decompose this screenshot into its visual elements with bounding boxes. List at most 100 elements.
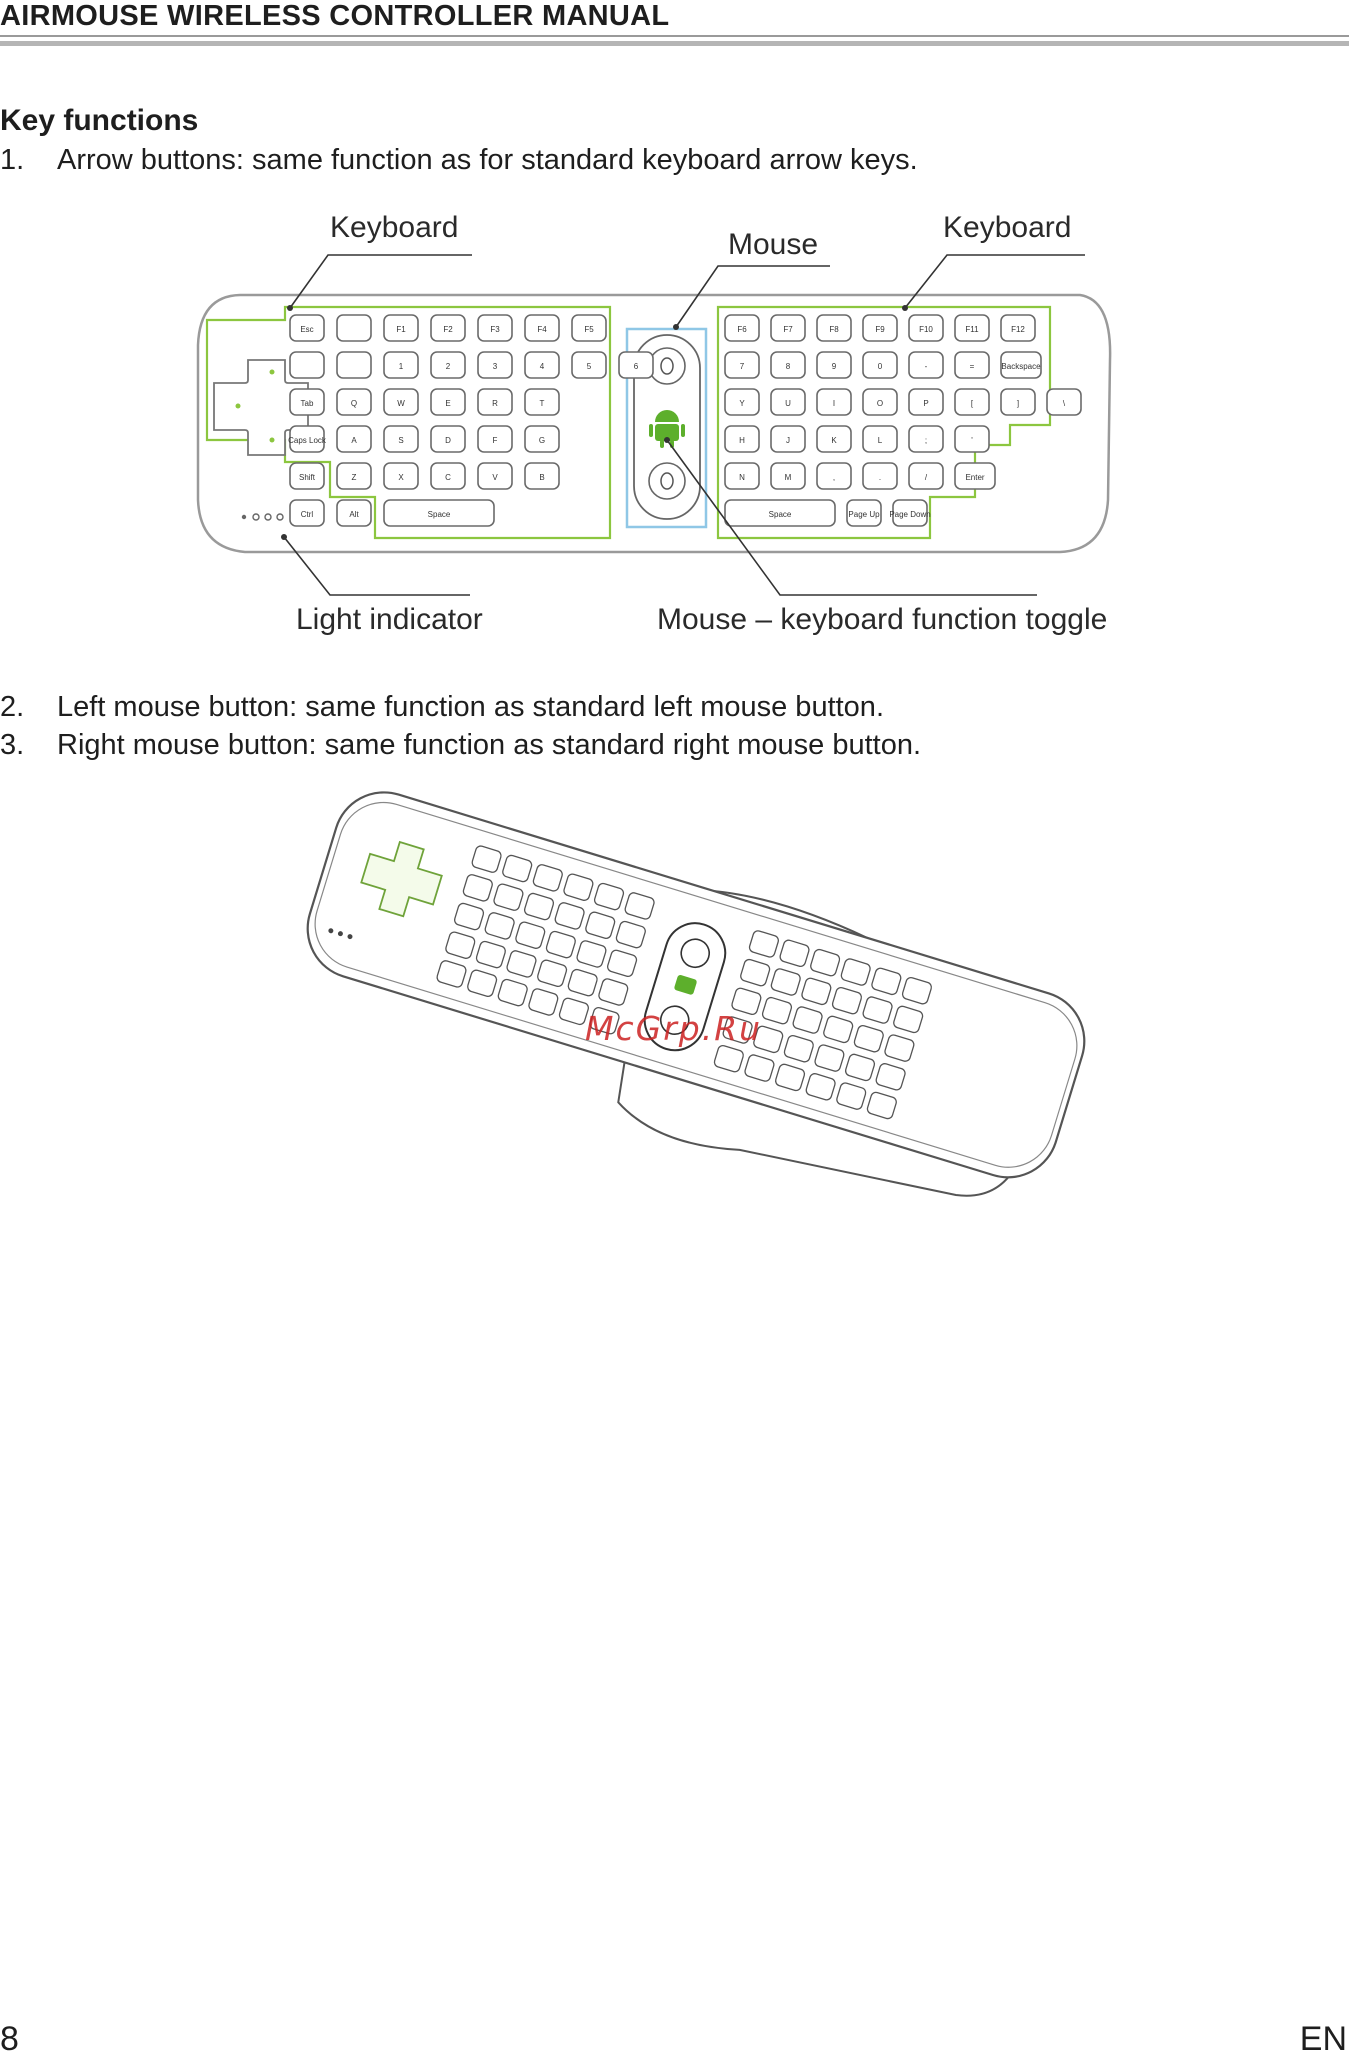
key [528,988,559,1016]
right-mouse-button [659,1005,690,1035]
language-code: EN [1299,2020,1347,2058]
key [908,425,944,453]
key [770,351,806,379]
key [289,388,325,416]
key-label: ' [971,436,973,445]
key-label: Alt [349,510,359,519]
key-label: H [739,436,745,445]
key [497,978,528,1007]
key [844,1053,876,1082]
key [524,351,560,379]
key [383,425,419,453]
key [598,978,629,1006]
android-toggle-icon [649,410,685,448]
key [336,351,372,379]
key [774,1063,806,1092]
key [383,499,495,527]
list-item: 3.Right mouse button: same function as s… [0,729,921,762]
key [477,388,513,416]
key-label: 1 [399,362,404,371]
key-label: F9 [875,325,885,334]
key [607,949,638,978]
key-label: S [398,436,403,445]
list-item-text: Right mouse button: same function as sta… [57,729,922,761]
key [1046,388,1082,416]
key [593,882,625,911]
key [862,351,898,379]
list-item-number: 2. [0,691,25,723]
callout-dot [673,324,679,330]
key [524,425,560,453]
list-item-number: 1. [0,144,25,176]
key [624,892,655,920]
key [383,388,419,416]
light-indicator-dot [264,513,272,521]
key [558,997,589,1026]
key-label: ] [1017,399,1019,408]
right-mouse-button [648,462,686,500]
key-label: - [925,362,928,371]
callout-keyboard-left: Keyboard [330,211,458,244]
key [567,968,598,997]
key-label: Shift [299,473,316,482]
key [585,911,616,939]
key-label: 9 [832,362,837,371]
key [893,1005,924,1034]
key-label: 3 [493,362,498,371]
key-label: D [445,436,451,445]
page-header-title: AIRMOUSE WIRELESS CONTROLLER MANUAL [0,0,670,32]
key-label: \ [1063,399,1066,408]
key-label: G [539,436,545,445]
callout-line-mouse [675,265,830,328]
key [816,388,852,416]
key-label: , [833,473,835,482]
key [383,351,419,379]
key [477,314,513,342]
key [862,388,898,416]
key-label: Z [352,473,357,482]
dpad-up-dot [269,369,275,375]
key-label: V [492,473,498,482]
key [336,314,372,342]
key [846,499,882,527]
list-item: 1.Arrow buttons: same function as for st… [0,144,918,177]
mouse-icon [660,357,674,375]
key-label: Enter [965,473,984,482]
key-label: F11 [965,325,979,334]
header-rule-thick [0,41,1349,46]
key [908,351,944,379]
key-label: U [785,399,791,408]
key [866,1091,897,1120]
key [805,1073,836,1101]
page-number: 8 [0,2020,19,2058]
key [502,854,533,883]
key [724,499,836,527]
key-label: E [445,399,450,408]
list-item-text: Left mouse button: same function as stan… [57,691,884,723]
key [770,388,806,416]
callout-dot [902,305,908,311]
key [493,883,524,911]
key [862,462,898,490]
key [289,425,325,453]
mouse-panel [625,327,708,529]
dpad [213,359,309,456]
key-label: T [540,399,545,408]
key [770,314,806,342]
key-label: A [351,436,357,445]
key-label: J [786,436,790,445]
key [477,462,513,490]
key-label: Page Down [889,510,930,519]
key [875,1063,906,1091]
controller-key-grid [436,845,932,1120]
key [724,314,760,342]
dpad-left-dot [235,403,241,409]
key [862,314,898,342]
light-indicator-dot [337,931,343,937]
key-label: Caps Lock [288,436,327,445]
key [783,1034,814,1063]
key [713,1044,744,1073]
key [801,977,832,1006]
key-label: F [493,436,498,445]
key [532,864,563,892]
